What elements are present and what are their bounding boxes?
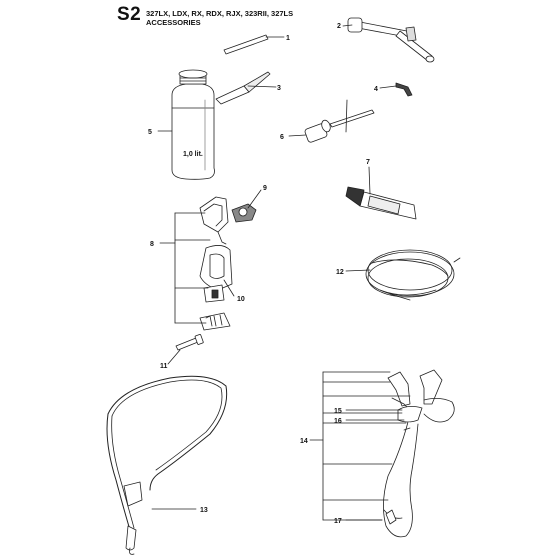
callout-14: 14: [300, 438, 308, 445]
callout-12: 12: [336, 269, 344, 276]
callout-8: 8: [150, 241, 154, 248]
part-10-clip: [223, 279, 235, 297]
part-1-rod: [223, 34, 285, 55]
part-3-tool: [215, 71, 277, 105]
bottle-volume-label: 1,0 lit.: [183, 151, 203, 158]
callout-1: 1: [286, 35, 290, 42]
callout-6: 6: [280, 134, 284, 141]
part-13-strap: [106, 375, 228, 555]
model-list: 327LX, LDX, RX, RDX, RJX, 323RII, 327LS: [146, 9, 294, 18]
part-14-harness: [309, 369, 455, 538]
callout-15: 15: [334, 408, 342, 415]
part-2-wrench: [342, 17, 435, 63]
callout-10: 10: [237, 296, 245, 303]
part-4-hex-key: [379, 82, 413, 97]
section-code: S2: [117, 4, 142, 25]
callout-4: 4: [374, 86, 378, 93]
callout-7: 7: [366, 159, 370, 166]
part-6-spark-plug-wrench: [288, 99, 375, 143]
callout-13: 13: [200, 507, 208, 514]
part-7-grease-tube: [345, 166, 417, 220]
callout-11: 11: [160, 363, 168, 370]
part-12-trimmer-line: [345, 249, 461, 301]
diagram-title: ACCESSORIES: [146, 18, 201, 27]
callout-17: 17: [334, 518, 342, 525]
callout-2: 2: [337, 23, 341, 30]
callout-3: 3: [277, 85, 281, 92]
callout-16: 16: [334, 418, 342, 425]
callout-9: 9: [263, 185, 267, 192]
part-8-harness-bracket: [159, 196, 233, 331]
part-9-nut: [231, 189, 262, 223]
part-5-oil-bottle: [157, 69, 215, 180]
part-11-screw: [167, 334, 204, 365]
callout-5: 5: [148, 129, 152, 136]
